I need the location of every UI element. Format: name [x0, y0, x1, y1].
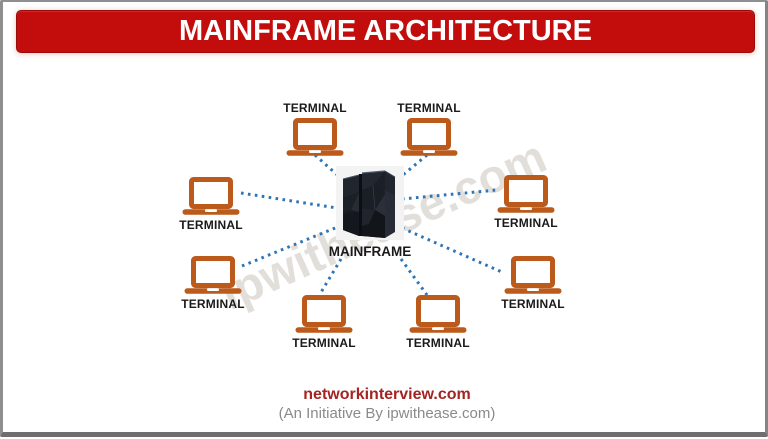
connection-line-bottom-right [399, 258, 429, 296]
mainframe-node: MAINFRAME [328, 166, 412, 259]
mainframe-server-icon [336, 166, 404, 240]
terminal-label: TERMINAL [494, 216, 558, 230]
connection-line-right [401, 188, 498, 201]
terminal-node-left: TERMINAL [179, 177, 243, 232]
terminal-node-right-lower: TERMINAL [501, 256, 565, 311]
laptop-icon [400, 118, 458, 156]
terminal-node-left-lower: TERMINAL [181, 256, 245, 311]
laptop-icon [286, 118, 344, 156]
laptop-icon [497, 175, 555, 213]
terminal-label: TERMINAL [501, 297, 565, 311]
terminal-label: TERMINAL [179, 218, 243, 232]
connection-line-left [240, 191, 338, 210]
laptop-icon [504, 256, 562, 294]
connection-line-bottom-left [318, 258, 343, 295]
mainframe-label: MAINFRAME [328, 244, 412, 259]
terminal-node-top-right: TERMINAL [397, 101, 461, 156]
laptop-icon [295, 295, 353, 333]
terminal-node-right: TERMINAL [494, 175, 558, 230]
footer-site-link: networkinterview.com [303, 386, 471, 403]
terminal-label: TERMINAL [292, 336, 356, 350]
connection-line-right-lower [401, 226, 505, 275]
footer: networkinterview.com (An Initiative By i… [3, 386, 768, 422]
laptop-icon [409, 295, 467, 333]
connections-layer [240, 153, 505, 296]
terminal-node-bottom-left: TERMINAL [292, 295, 356, 350]
terminal-label: TERMINAL [181, 297, 245, 311]
page-title: MAINFRAME ARCHITECTURE [179, 15, 592, 47]
terminal-label: TERMINAL [406, 336, 470, 350]
terminal-label: TERMINAL [397, 101, 461, 115]
terminal-node-bottom-right: TERMINAL [406, 295, 470, 350]
laptop-icon [182, 177, 240, 215]
laptop-icon [184, 256, 242, 294]
title-banner: MAINFRAME ARCHITECTURE [16, 10, 755, 53]
connection-line-left-lower [241, 224, 341, 268]
footer-tagline: (An Initiative By ipwithease.com) [278, 405, 496, 422]
terminal-label: TERMINAL [283, 101, 347, 115]
terminal-node-top-left: TERMINAL [283, 101, 347, 156]
